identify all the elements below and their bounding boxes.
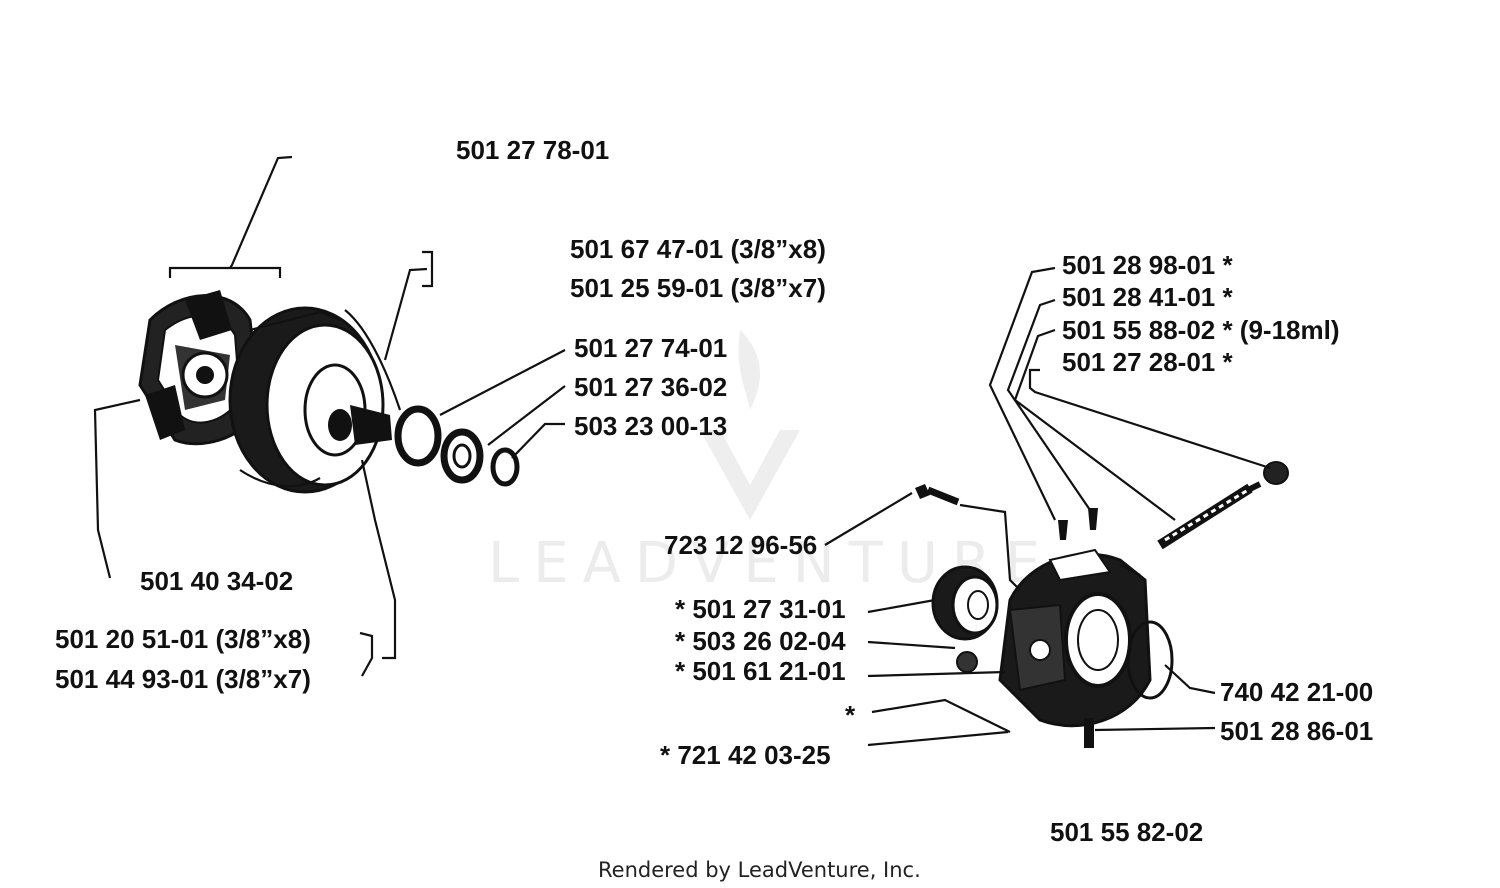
label-pump-3: 501 55 88-02 * (9-18ml) [1062,315,1340,345]
pin-part [1084,718,1094,748]
label-seal: * 501 27 31-01 [675,594,846,624]
oil-pump-drawing [915,461,1289,748]
seal-part [931,565,999,641]
label-clutch-assembly: 501 27 78-01 [456,135,609,165]
label-pump-4: 501 27 28-01 * [1062,347,1233,377]
label-drum-rim-1: 501 67 47-01 (3/8”x8) [570,234,826,264]
bushing-part [956,651,978,673]
label-pump-1: 501 28 98-01 * [1062,250,1233,280]
label-bearing: 501 27 36-02 [574,372,727,402]
watermark-logo-icon [700,330,800,520]
clutch-drum [228,306,392,494]
label-drum-rim-2: 501 25 59-01 (3/8”x7) [570,273,826,303]
label-drum-1: 501 20 51-01 (3/8”x8) [55,624,311,654]
pump-screw-part-2 [1088,508,1098,530]
label-pump-assembly: 501 55 82-02 [1050,817,1203,847]
pump-body [998,548,1152,728]
label-drum-2: 501 44 93-01 (3/8”x7) [55,664,311,694]
footer-credit: Rendered by LeadVenture, Inc. [598,858,921,882]
oring-part [1126,620,1174,700]
clutch-drawing [138,290,520,494]
worm-shaft-part [1157,481,1262,550]
label-screw: * 721 42 03-25 [660,740,831,770]
bearing-part [440,428,484,484]
label-washer: 501 27 74-01 [574,333,727,363]
label-plug: * 501 61 21-01 [675,656,846,686]
washer-part [394,405,442,467]
clutch-leader-lines [93,155,566,677]
label-star: * [845,700,856,730]
circlip-part [490,447,520,487]
plug-cap-part [1263,461,1289,485]
label-clutch-spring: 501 40 34-02 [140,566,293,596]
label-pump-2: 501 28 41-01 * [1062,282,1233,312]
bolt-part [915,484,960,506]
pump-leader-lines [824,266,1271,747]
part-labels: 501 27 78-01 501 67 47-01 (3/8”x8) 501 2… [55,135,1373,847]
label-bolt: 723 12 96-56 [664,530,817,560]
pump-screw-part [1058,520,1068,540]
label-bushing: * 503 26 02-04 [675,626,846,656]
label-circlip: 503 23 00-13 [574,411,727,441]
label-pin: 501 28 86-01 [1220,716,1373,746]
label-oring: 740 42 21-00 [1220,677,1373,707]
